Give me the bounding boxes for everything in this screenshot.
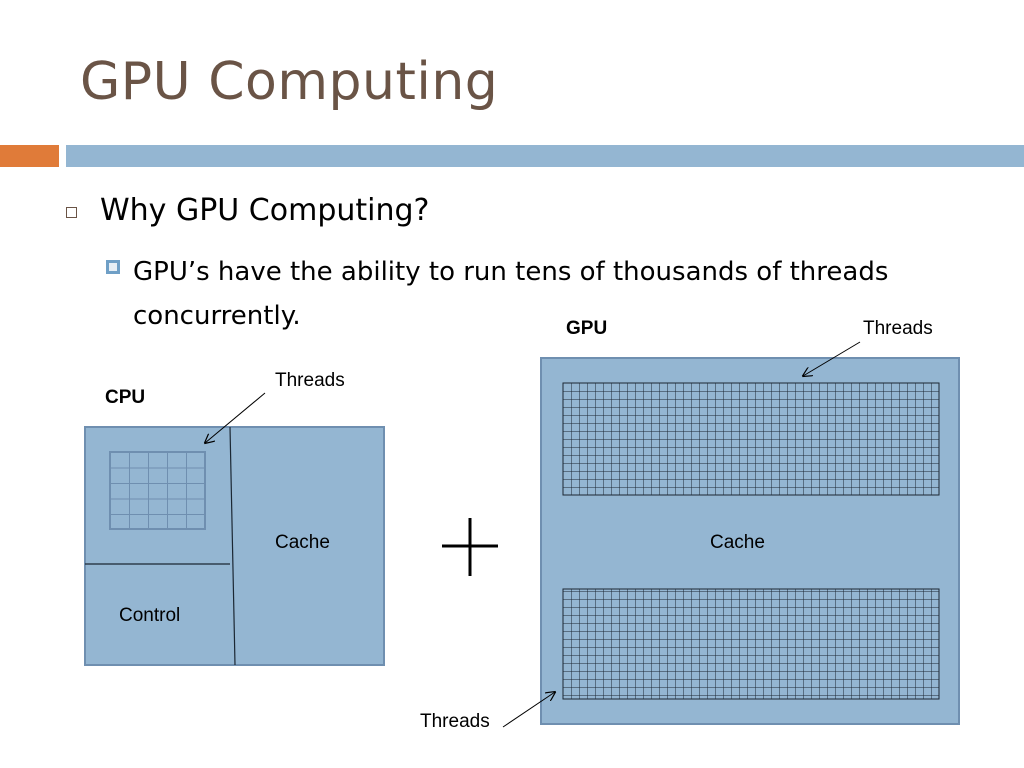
- gpu-thread-grid-bottom: [562, 588, 940, 700]
- bullet-why-gpu: Why GPU Computing?: [100, 193, 430, 228]
- slide-title: GPU Computing: [80, 52, 499, 112]
- gpu-threads-label-bottom: Threads: [420, 711, 490, 732]
- gpu-cache-label: Cache: [710, 532, 765, 553]
- cpu-threads-arrow: [205, 392, 266, 443]
- gpu-threads-label-top: Threads: [863, 318, 933, 339]
- hollow-square-bullet-icon: [66, 207, 77, 218]
- gpu-thread-grid-top: [562, 382, 940, 496]
- cpu-label: CPU: [105, 387, 146, 408]
- gpu-threads-arrow-top: [803, 341, 861, 376]
- bullet-gpu-threads: GPU’s have the ability to run tens of th…: [133, 257, 889, 331]
- cpu-control-label: Control: [119, 605, 181, 626]
- accent-bar-blue: [66, 145, 1024, 167]
- cpu-cache-divider: [229, 426, 236, 666]
- cpu-cache-label: Cache: [275, 532, 330, 553]
- filled-square-bullet-icon: [106, 260, 120, 274]
- accent-bar-orange: [0, 145, 59, 167]
- cpu-thread-grid: [109, 451, 206, 530]
- cpu-threads-label: Threads: [275, 370, 345, 391]
- gpu-threads-arrow-bottom: [502, 692, 555, 728]
- gpu-label: GPU: [566, 318, 608, 339]
